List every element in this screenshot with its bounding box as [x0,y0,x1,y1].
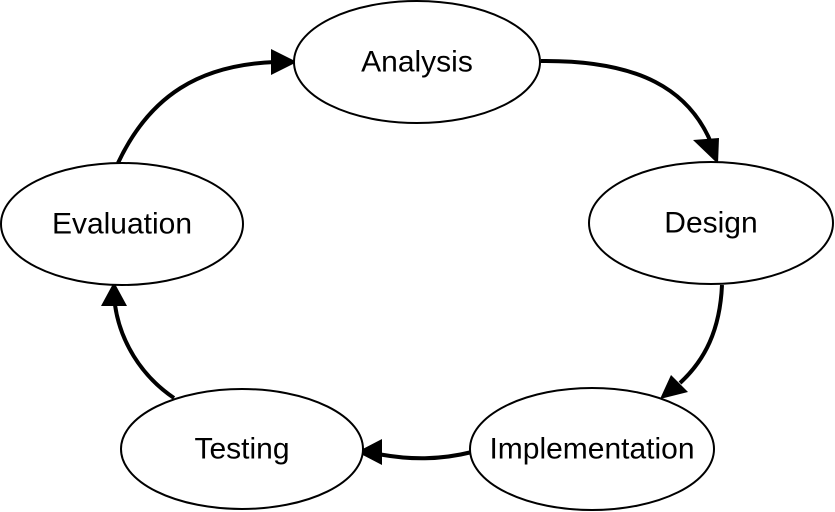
node-evaluation: Evaluation [0,162,244,286]
arrowhead-design [693,138,719,164]
edge-implementation-to-testing [377,450,473,461]
node-analysis-label: Analysis [361,46,473,79]
arrowhead-evaluation [101,282,127,306]
node-analysis: Analysis [293,0,541,124]
node-implementation-label: Implementation [489,433,694,466]
node-testing-shape [120,388,364,510]
node-implementation-shape [469,387,715,511]
node-testing-label: Testing [194,433,289,466]
node-testing: Testing [120,388,364,510]
edge-design-to-implementation [678,284,724,385]
edges [101,49,724,465]
arrowhead-testing [357,439,382,465]
edge-testing-to-evaluation [113,304,176,400]
node-design-shape [588,161,834,285]
node-evaluation-shape [0,162,244,286]
node-evaluation-label: Evaluation [52,208,192,241]
arrowhead-analysis [271,49,297,75]
node-design: Design [588,161,834,285]
node-design-label: Design [664,207,757,240]
arrowhead-implementation [660,375,688,399]
node-implementation: Implementation [469,387,715,511]
edge-analysis-to-design [540,58,714,146]
node-analysis-shape [293,0,541,124]
edge-evaluation-to-analysis [116,60,276,164]
